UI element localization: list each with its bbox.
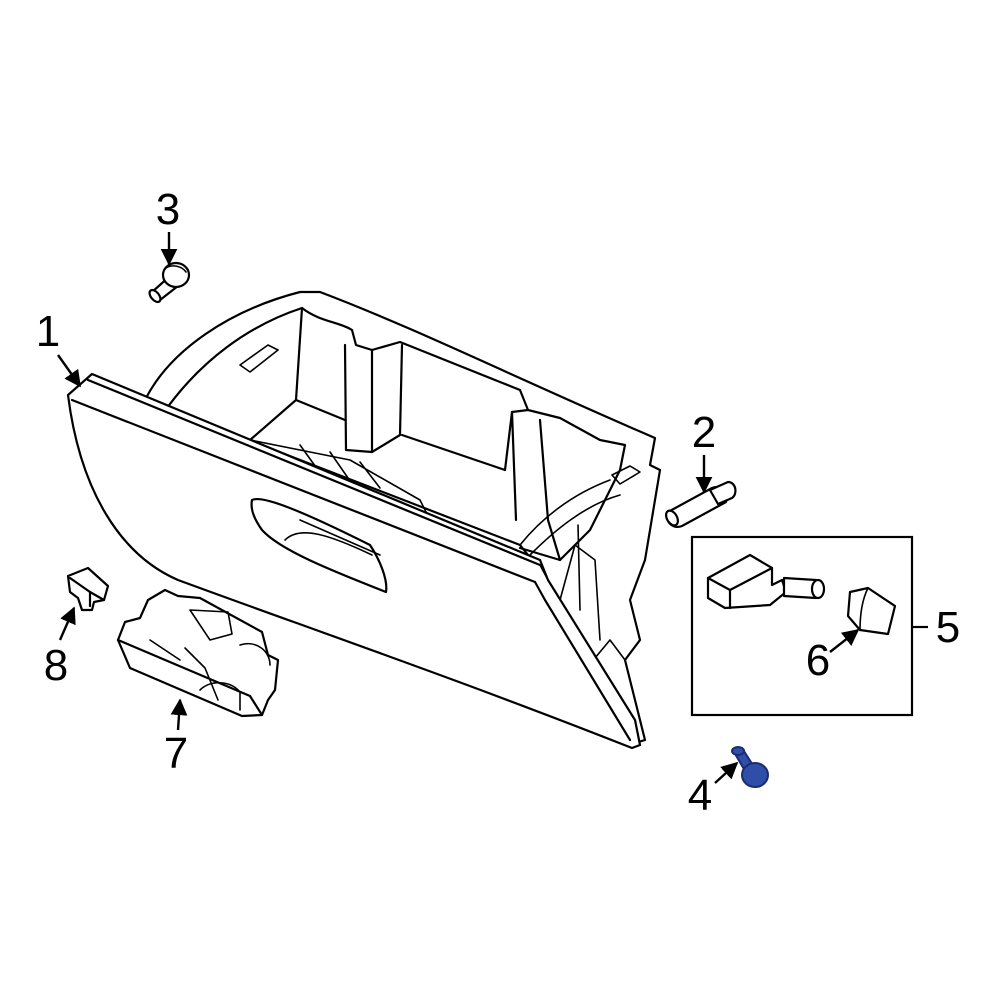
- bolt-part-3[interactable]: [147, 261, 191, 304]
- clip-part-8[interactable]: [66, 566, 110, 612]
- leader-arrow-7: [170, 698, 188, 731]
- leader-arrow-1: [57, 354, 81, 388]
- callout-1: 1: [36, 307, 60, 356]
- callout-4: 4: [688, 771, 712, 820]
- leader-arrow-4: [714, 761, 739, 784]
- callout-6: 6: [806, 636, 830, 685]
- callout-8: 8: [44, 641, 68, 690]
- callout-2: 2: [692, 408, 716, 457]
- leader-arrows: [57, 232, 860, 784]
- bumper-part-6[interactable]: [846, 586, 897, 636]
- leader-arrow-6: [829, 628, 860, 653]
- glove-box-part-1[interactable]: [66, 290, 662, 750]
- callout-3: 3: [156, 185, 180, 234]
- damper-part-2[interactable]: [664, 480, 737, 528]
- leader-arrow-8: [58, 606, 76, 641]
- striker-bracket[interactable]: [706, 553, 826, 610]
- callout-5: 5: [936, 603, 960, 652]
- latch-part-7[interactable]: [116, 588, 280, 718]
- bolt-part-4[interactable]: [731, 746, 769, 788]
- callout-7: 7: [164, 729, 188, 778]
- kit-box-part-5: [690, 535, 928, 717]
